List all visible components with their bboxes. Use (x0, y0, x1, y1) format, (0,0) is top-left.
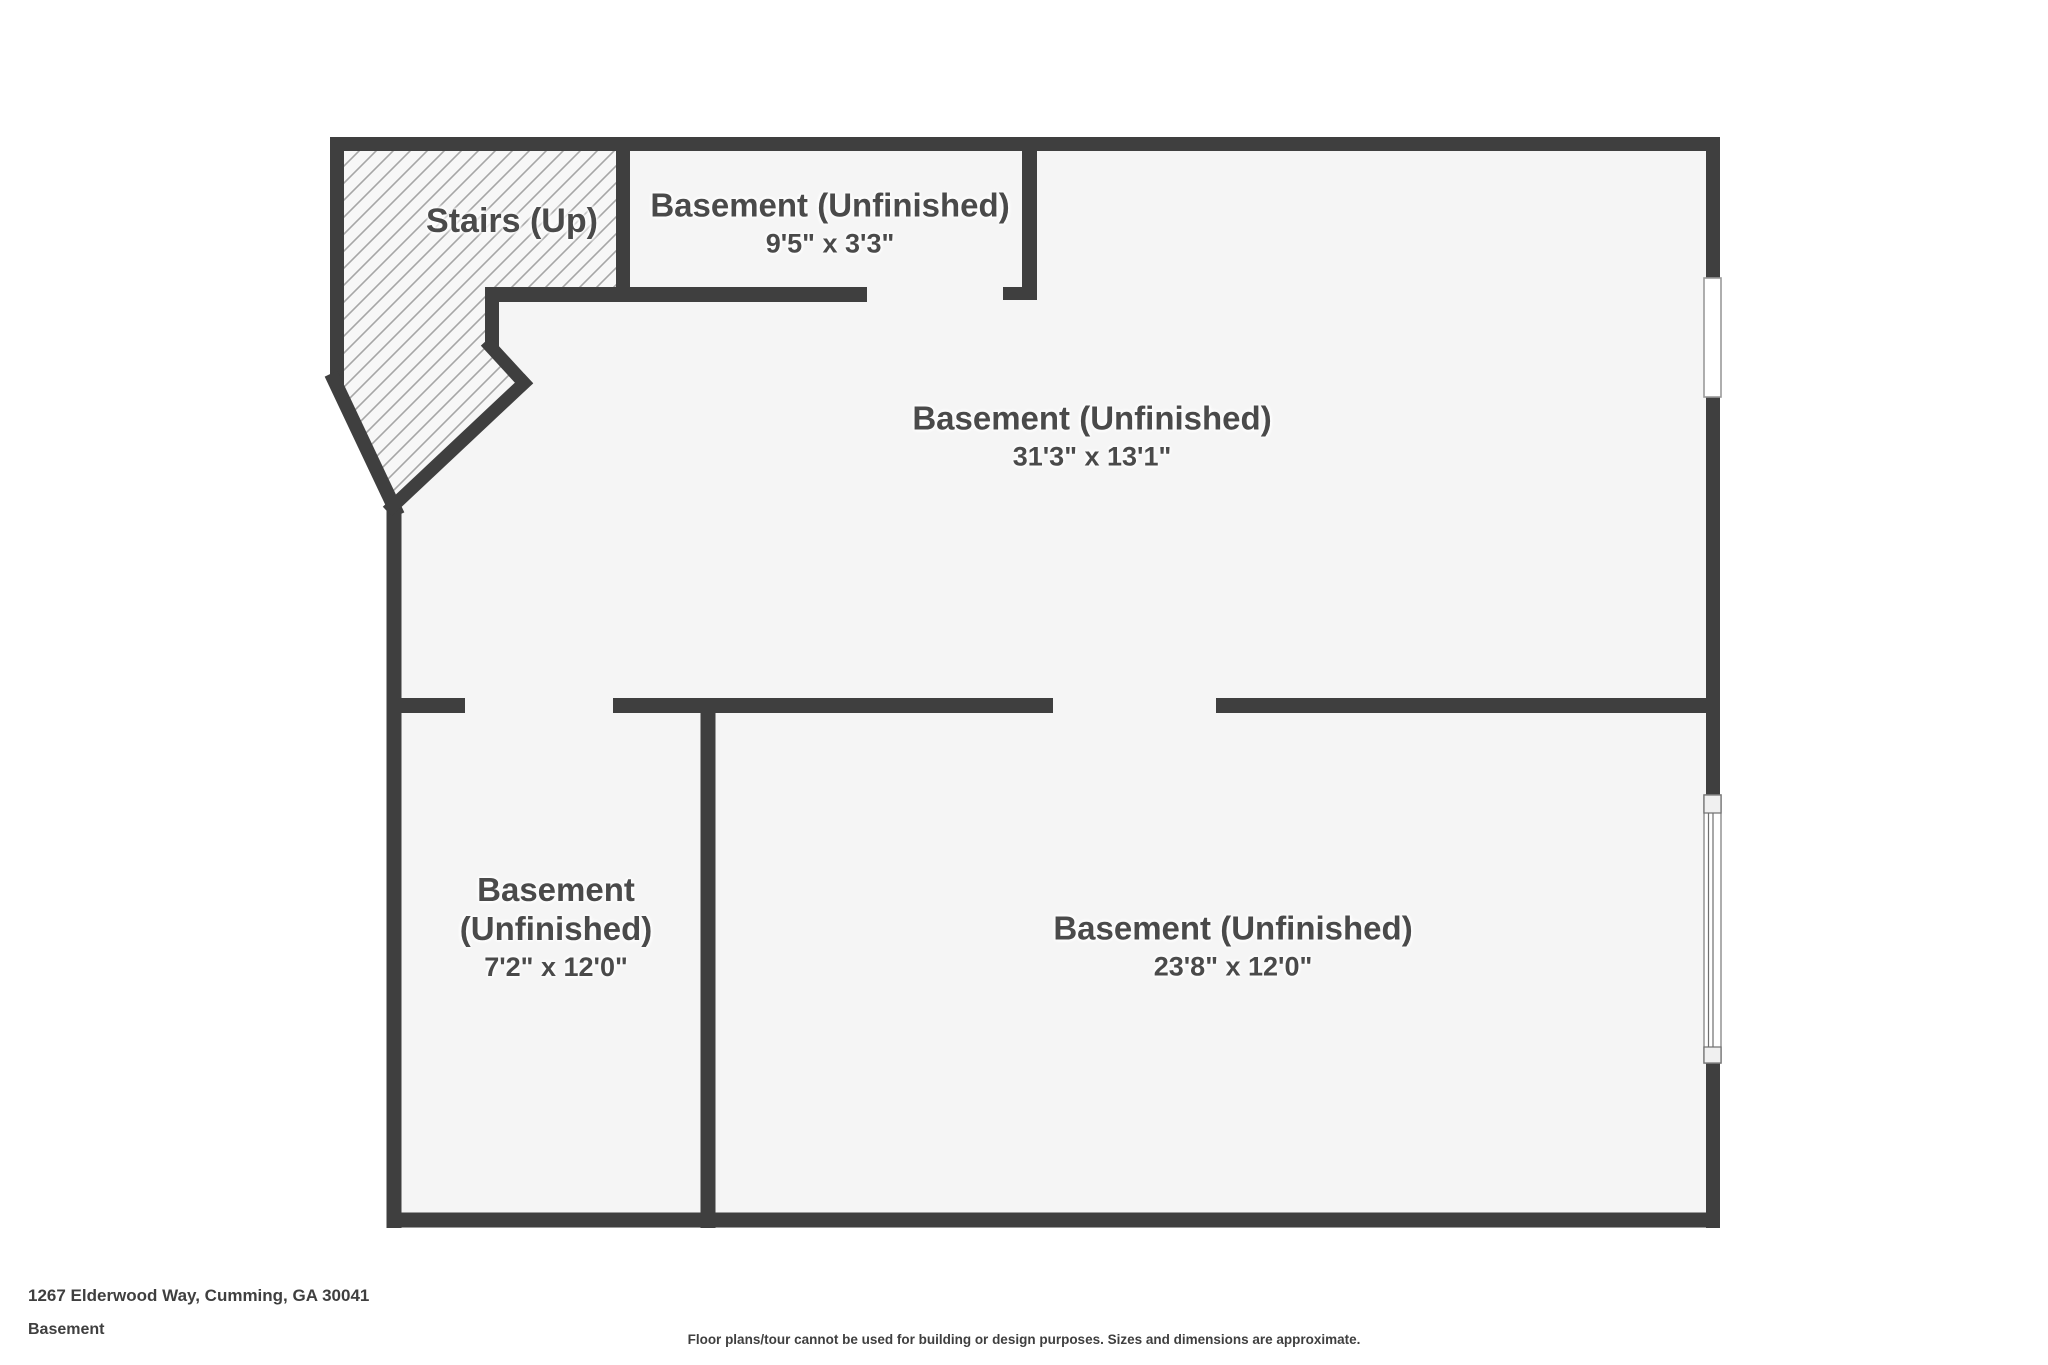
right-wall-lower-window (1703, 794, 1722, 1064)
notch-short-diagonal-wall (480, 336, 534, 393)
plan-interior (330, 137, 1720, 1228)
stairs-hatch-area (330, 137, 630, 510)
left-wall-diagonal (324, 370, 405, 519)
address-text: 1267 Elderwood Way, Cumming, GA 30041 (28, 1286, 370, 1305)
right-wall-upper-window (1703, 277, 1722, 398)
floor-level-text: Basement (28, 1321, 105, 1338)
notch-long-diagonal-wall (382, 373, 534, 517)
disclaimer-text: Floor plans/tour cannot be used for buil… (687, 1332, 1361, 1347)
